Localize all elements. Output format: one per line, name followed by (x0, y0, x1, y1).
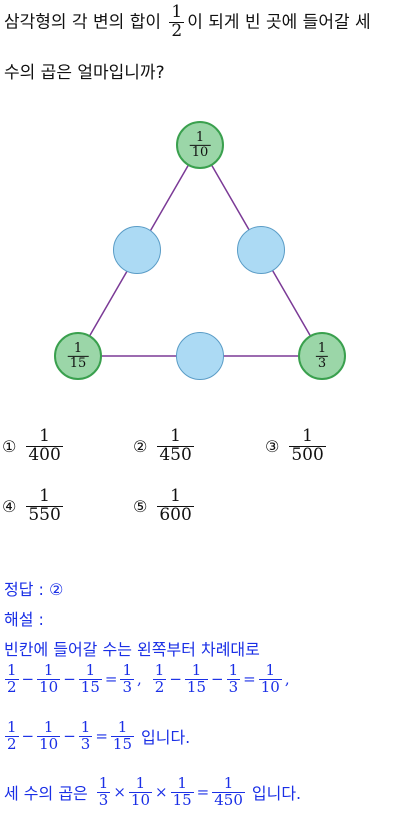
explanation-intro: 빈칸에 들어갈 수는 왼쪽부터 차례대로 (4, 640, 260, 659)
question-line-2: 수의 곱은 얼마입니까? (4, 63, 165, 83)
blank-right (237, 226, 285, 274)
blank-left (113, 226, 161, 274)
question-text-cont: 이 되게 빈 곳에 들어갈 세 (187, 12, 371, 33)
blank-bottom (176, 332, 224, 380)
explanation-label: 해설 : (4, 610, 44, 629)
question-text: 삼각형의 각 변의 합이 (4, 12, 161, 33)
answer-label: 정답 : ② (4, 580, 64, 599)
